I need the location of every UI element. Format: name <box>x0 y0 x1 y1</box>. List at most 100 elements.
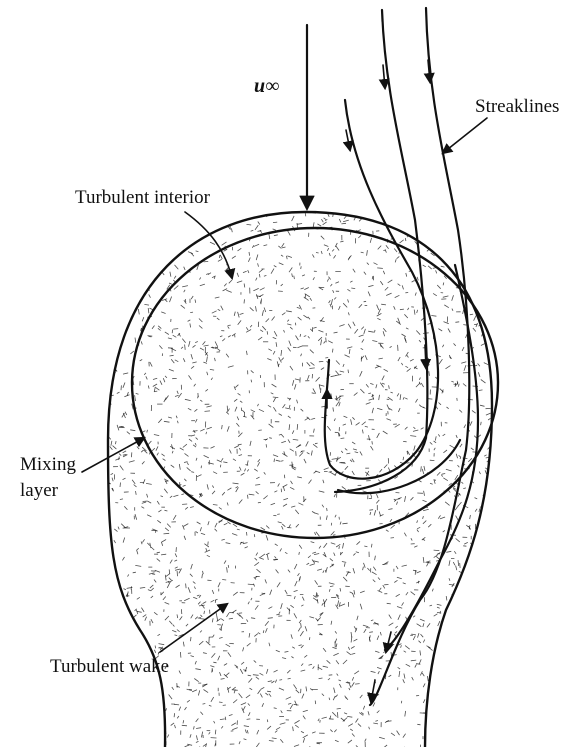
speckle-dash <box>486 537 491 538</box>
speckle-dash <box>183 485 186 486</box>
speckle-dash <box>157 552 160 553</box>
speckle-dash <box>404 314 407 318</box>
speckle-dash <box>431 729 434 731</box>
speckle-dash <box>370 383 373 384</box>
speckle-dash <box>460 625 463 627</box>
speckle-dash <box>158 652 159 655</box>
speckle-dash <box>287 670 290 673</box>
speckle-dash <box>421 383 423 387</box>
speckle-dash <box>215 523 217 527</box>
speckle-dash <box>466 525 468 527</box>
speckle-dash <box>351 653 355 654</box>
speckle-dash <box>290 366 293 370</box>
speckle-dash <box>404 674 405 679</box>
speckle-dash <box>299 452 303 456</box>
speckle-dash <box>321 340 322 346</box>
speckle-dash <box>109 700 113 701</box>
speckle-dash <box>333 535 336 536</box>
speckle-dash <box>219 637 223 638</box>
speckle-dash <box>398 284 401 286</box>
speckle-dash <box>443 450 447 453</box>
speckle-dash <box>342 523 347 524</box>
speckle-dash <box>427 239 428 242</box>
speckle-dash <box>161 554 166 555</box>
speckle-dash <box>97 239 101 244</box>
speckle-dash <box>148 386 149 389</box>
speckle-dash <box>280 548 282 551</box>
speckle-dash <box>427 732 431 736</box>
speckle-dash <box>386 530 389 532</box>
speckle-dash <box>120 682 124 684</box>
speckle-dash <box>238 312 240 318</box>
speckle-dash <box>464 365 466 371</box>
speckle-dash <box>234 386 236 390</box>
speckle-dash <box>195 419 197 422</box>
speckle-dash <box>281 710 283 713</box>
speckle-dash <box>422 673 424 676</box>
speckle-dash <box>489 213 491 215</box>
speckle-dash <box>483 631 487 632</box>
speckle-dash <box>291 506 295 507</box>
speckle-dash <box>227 522 230 524</box>
speckle-dash <box>156 388 160 391</box>
speckle-dash <box>341 451 343 453</box>
speckle-dash <box>296 524 299 527</box>
speckle-dash <box>204 611 205 614</box>
speckle-dash <box>372 572 377 575</box>
speckle-dash <box>172 444 173 449</box>
speckle-dash <box>334 688 335 693</box>
speckle-dash <box>135 565 141 566</box>
speckle-dash <box>243 706 245 711</box>
speckle-dash <box>280 723 286 725</box>
speckle-dash <box>182 725 187 726</box>
speckle-dash <box>473 675 475 677</box>
speckle-dash <box>173 228 178 230</box>
speckle-dash <box>497 599 499 604</box>
speckle-dash <box>108 309 109 313</box>
speckle-dash <box>336 375 342 376</box>
speckle-dash <box>339 398 341 401</box>
speckle-dash <box>481 560 482 565</box>
speckle-dash <box>148 308 149 313</box>
speckle-dash <box>413 430 418 431</box>
speckle-dash <box>146 376 148 379</box>
speckle-dash <box>306 441 309 446</box>
speckle-dash <box>256 553 258 556</box>
speckle-dash <box>188 408 191 410</box>
speckle-dash <box>204 690 209 693</box>
speckle-dash <box>288 678 291 679</box>
speckle-dash <box>432 211 435 212</box>
speckle-dash <box>307 362 311 366</box>
speckle-dash <box>423 557 424 563</box>
speckle-dash <box>496 256 501 257</box>
speckle-dash <box>302 275 305 276</box>
speckle-dash <box>175 228 179 232</box>
speckle-dash <box>437 285 441 289</box>
speckle-dash <box>203 341 206 344</box>
freestream-velocity-label: u∞ <box>254 75 279 97</box>
speckle-dash <box>493 699 494 703</box>
speckle-dash <box>339 680 341 681</box>
speckle-dash <box>267 691 271 692</box>
speckle-dash <box>460 718 463 722</box>
speckle-dash <box>453 676 457 678</box>
speckle-dash <box>383 431 388 434</box>
speckle-dash <box>184 290 185 292</box>
speckle-dash <box>396 321 401 324</box>
speckle-dash <box>269 234 270 239</box>
speckle-dash <box>387 405 390 410</box>
speckle-dash <box>200 277 201 279</box>
speckle-dash <box>171 723 174 726</box>
speckle-dash <box>238 248 242 251</box>
speckle-dash <box>127 432 130 435</box>
speckle-dash <box>352 471 354 475</box>
speckle-dash <box>459 228 460 231</box>
speckle-dash <box>297 400 298 404</box>
speckle-dash <box>152 685 156 687</box>
speckle-dash <box>385 287 388 290</box>
speckle-dash <box>301 409 304 411</box>
speckle-dash <box>196 531 198 533</box>
speckle-dash <box>311 208 313 209</box>
speckle-dash <box>429 371 430 376</box>
speckle-dash <box>484 455 486 456</box>
